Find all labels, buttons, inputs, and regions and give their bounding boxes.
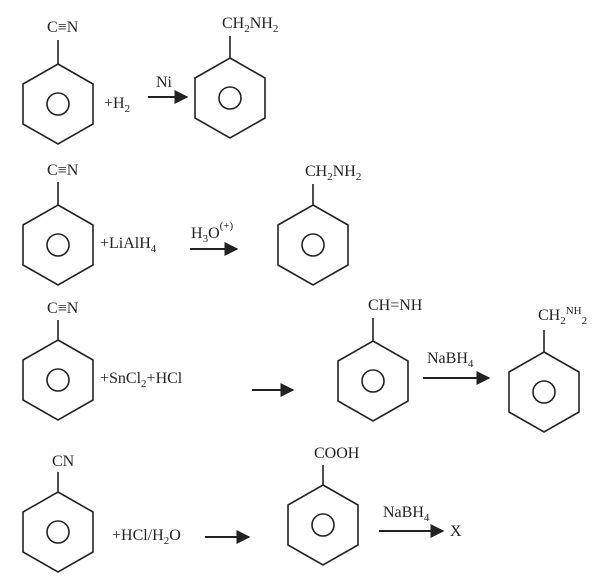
reagent-hcl-h2o: +HCl/H2O — [112, 527, 181, 547]
benzene-ring-product-3 — [508, 330, 580, 433]
benzene-ring-intermediate-3 — [337, 318, 409, 422]
benzene-ring-product-1 — [194, 36, 266, 139]
reagent-h2: +H2 — [104, 95, 130, 115]
unknown-product-x: X — [450, 523, 462, 540]
reaction-1: C≡N +H2 Ni CH2NH2 — [22, 15, 278, 145]
nitrile-group-label: C≡N — [47, 19, 79, 36]
nitrile-group-label: C≡N — [47, 162, 79, 179]
product-group-ch2nh2: CH2NH2 — [222, 15, 278, 35]
benzene-ring-intermediate-4 — [287, 465, 359, 566]
reagent-lialh4: +LiAlH4 — [100, 235, 157, 255]
carboxylic-acid-group-label: COOH — [314, 445, 360, 462]
benzene-ring-reactant-4 — [22, 472, 94, 573]
reaction-3: C≡N +SnCl2+HCl CH=NH NaBH4 CH2NH2 — [22, 297, 587, 433]
reagent-nabh4: NaBH4 — [383, 504, 430, 524]
catalyst-ni-label: Ni — [156, 74, 173, 91]
benzene-ring-reactant-3 — [22, 320, 94, 421]
benzene-ring-reactant-2 — [22, 182, 94, 286]
reaction-2: C≡N +LiAlH4 H3O(+) CH2NH2 — [22, 162, 361, 286]
reagent-sncl2-hcl: +SnCl2+HCl — [100, 370, 183, 390]
reagent-nabh4: NaBH4 — [427, 350, 474, 370]
acid-workup-label: H3O(+) — [191, 220, 233, 245]
reaction-4: CN +HCl/H2O COOH NaBH4 X — [22, 445, 462, 573]
benzene-ring-reactant-1 — [22, 40, 94, 145]
benzene-ring-product-2 — [277, 184, 349, 286]
nitrile-group-label: CN — [52, 453, 75, 470]
nitrile-group-label: C≡N — [47, 300, 79, 317]
product-group-ch2nh2: CH2NH2 — [305, 163, 361, 183]
product-group-ch2nh2: CH2NH2 — [538, 305, 587, 327]
imine-group-label: CH=NH — [368, 297, 423, 314]
